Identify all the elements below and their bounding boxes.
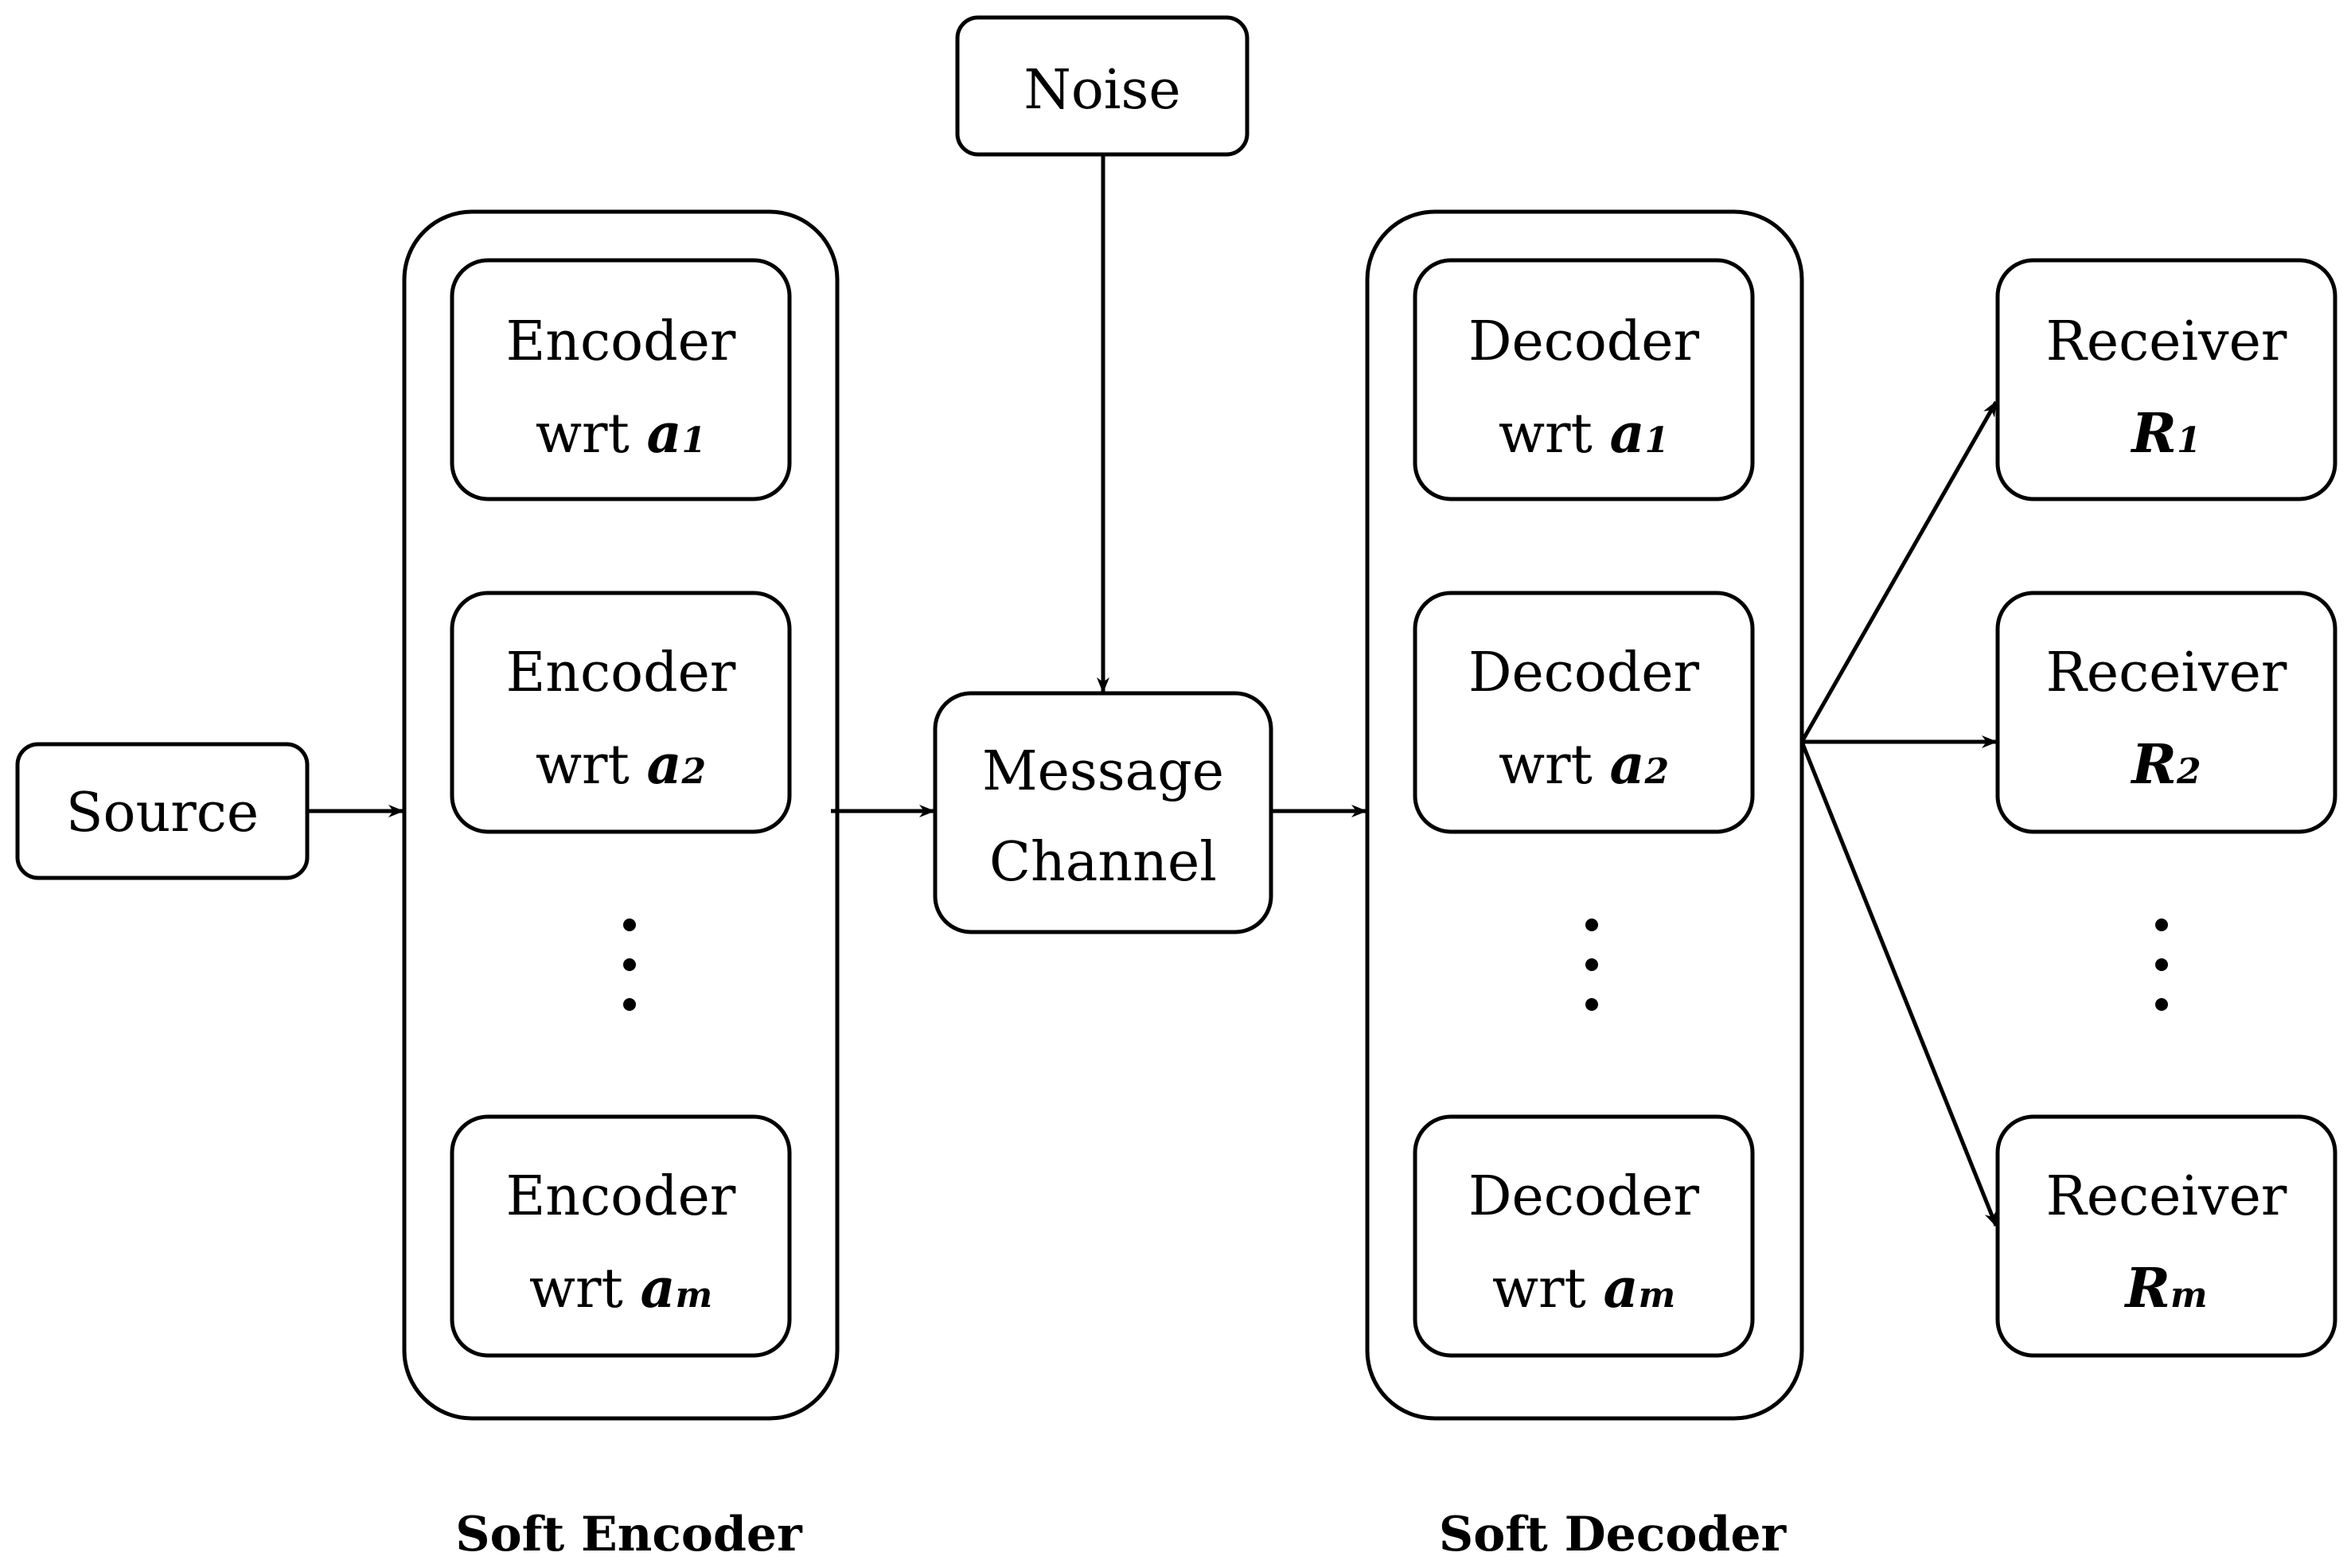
soft-decoder-group: Decoder wrt a1 Decoder wrt a2 Decoder wr… [1365,209,1804,1421]
receiver-1-var: R1 [2130,402,2201,466]
encoder-m-param: wrt am [529,1257,712,1320]
encoder-m-title: Encoder [506,1165,736,1228]
source-label: Source [66,782,259,844]
message-channel-node: Message Channel [933,691,1273,934]
encoder-box-2: Encoder wrt a2 [450,591,792,834]
decoder-box-1: Decoder wrt a1 [1413,258,1755,501]
arrow-decoder-to-receiver-1 [1799,400,1998,743]
decoder-2-param: wrt a2 [1499,733,1669,797]
encoder-1-title: Encoder [506,310,736,373]
decoder-1-title: Decoder [1468,310,1700,373]
channel-label-line2: Channel [989,831,1217,894]
encoder-2-param: wrt a2 [536,733,706,797]
noise-node: Noise [955,15,1250,157]
soft-decoder-label: Soft Decoder [1439,1507,1788,1562]
receiver-m-title: Receiver [2046,1165,2287,1228]
receiver-box-2: Receiver R2 [1995,591,2337,834]
encoder-ellipsis [623,919,636,1011]
channel-label-line1: Message [982,740,1224,803]
encoder-box-m: Encoder wrt am [450,1114,792,1358]
decoder-box-2: Decoder wrt a2 [1413,591,1755,834]
encoder-box-1: Encoder wrt a1 [450,258,792,501]
receiver-box-1: Receiver R1 [1995,258,2337,501]
soft-encoder-group: Encoder wrt a1 Encoder wrt a2 Encoder wr… [402,209,840,1421]
arrow-decoder-to-receiver-m [1799,741,1998,1227]
receiver-m-var: Rm [2123,1257,2207,1320]
receiver-2-var: R2 [2130,733,2201,797]
encoder-1-param: wrt a1 [536,402,706,466]
decoder-1-param: wrt a1 [1499,402,1669,466]
soft-encoder-label: Soft Encoder [455,1507,803,1562]
decoder-ellipsis [1585,919,1598,1011]
encoder-2-title: Encoder [506,642,736,704]
receiver-2-title: Receiver [2046,642,2287,704]
noise-label: Noise [1023,59,1180,122]
decoder-box-m: Decoder wrt am [1413,1114,1755,1358]
decoder-2-title: Decoder [1468,642,1700,704]
receiver-1-title: Receiver [2046,310,2287,373]
decoder-m-title: Decoder [1468,1165,1700,1228]
receiver-ellipsis [2155,919,2168,1011]
receiver-box-m: Receiver Rm [1995,1114,2337,1358]
decoder-m-param: wrt am [1492,1257,1675,1320]
source-node: Source [15,742,310,880]
